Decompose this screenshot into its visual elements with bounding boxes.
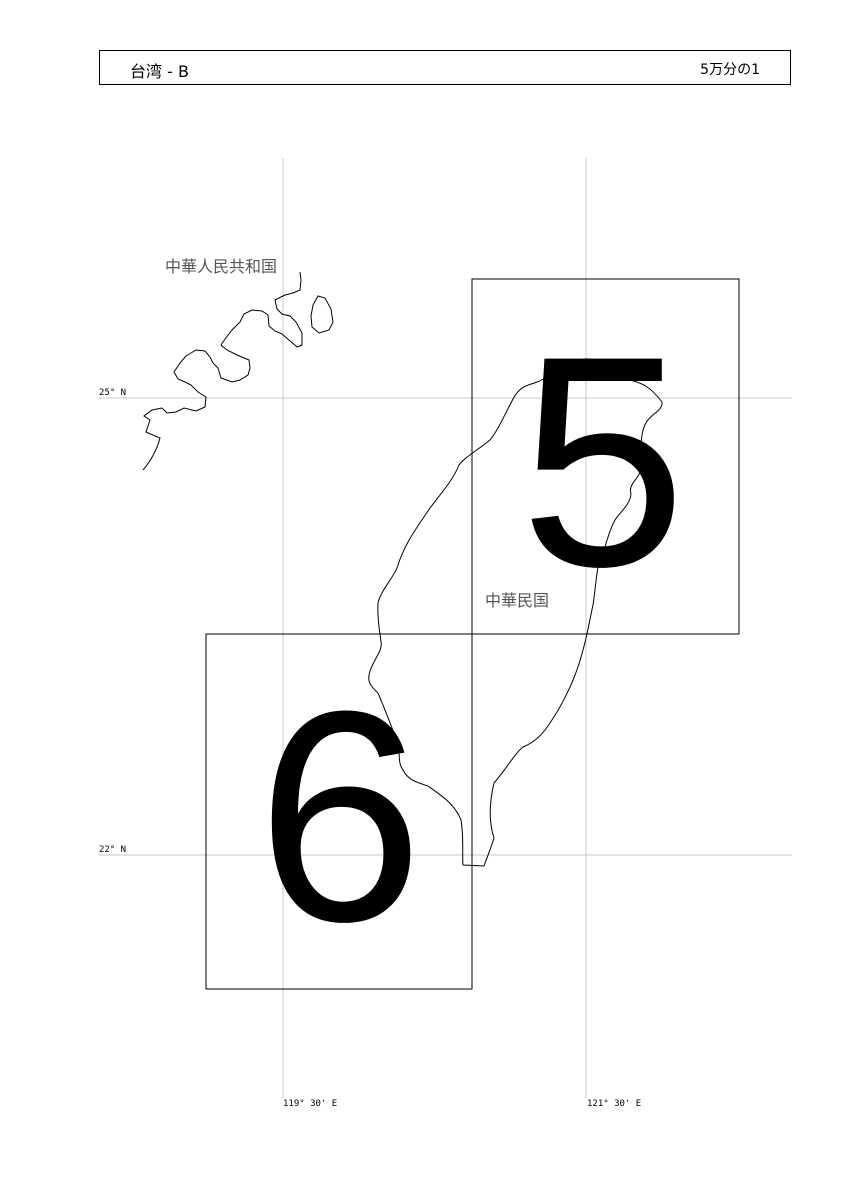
taiwan-coastline: [368, 358, 663, 867]
label-roc: 中華民国: [485, 591, 549, 610]
lon-label-121-30: 121° 30' E: [587, 1099, 641, 1109]
sheet-5-frame[interactable]: [471, 278, 740, 635]
graticule: [99, 158, 792, 1098]
map-header: 台湾 - B 5万分の1: [99, 50, 791, 85]
lat-label-22: 22° N: [99, 845, 126, 855]
mainland-coastline: [142, 271, 334, 471]
sheet-5-number: 5: [520, 293, 687, 629]
lat-label-25: 25° N: [99, 388, 126, 398]
label-prc: 中華人民共和国: [165, 257, 277, 276]
sheet-6-number: 6: [257, 648, 424, 984]
sheet-6-frame[interactable]: [205, 633, 473, 990]
map-title: 台湾 - B: [130, 62, 189, 81]
lon-label-119-30: 119° 30' E: [283, 1099, 337, 1109]
map-scale: 5万分の1: [700, 62, 760, 78]
